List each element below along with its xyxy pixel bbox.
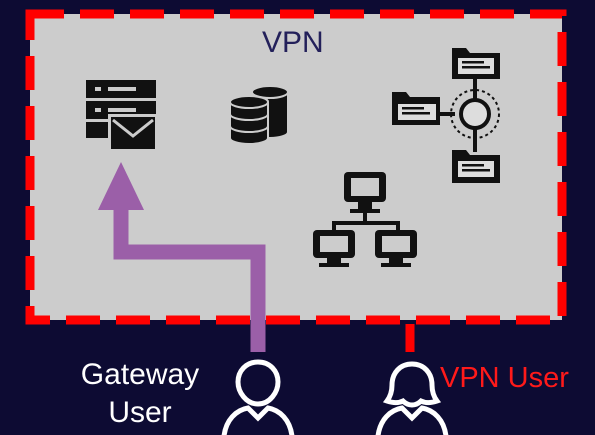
vpn-user-label: VPN User — [440, 362, 569, 394]
gateway-user-label: Gateway User — [60, 356, 220, 431]
vpn-zone-title: VPN — [262, 26, 324, 59]
gateway-user-label-line2: User — [108, 395, 172, 429]
mail-server-icon — [86, 80, 158, 152]
network-computers-icon — [313, 172, 417, 267]
gateway-user-label-line1: Gateway — [80, 358, 200, 391]
folder-network-icon — [392, 48, 500, 183]
database-icon — [229, 85, 289, 145]
gateway-user-icon — [221, 359, 295, 435]
gateway-access-path — [113, 206, 266, 352]
vpn-user-icon — [375, 361, 449, 435]
access-arrow-head — [98, 162, 144, 210]
vpn-zone-border — [25, 9, 567, 325]
